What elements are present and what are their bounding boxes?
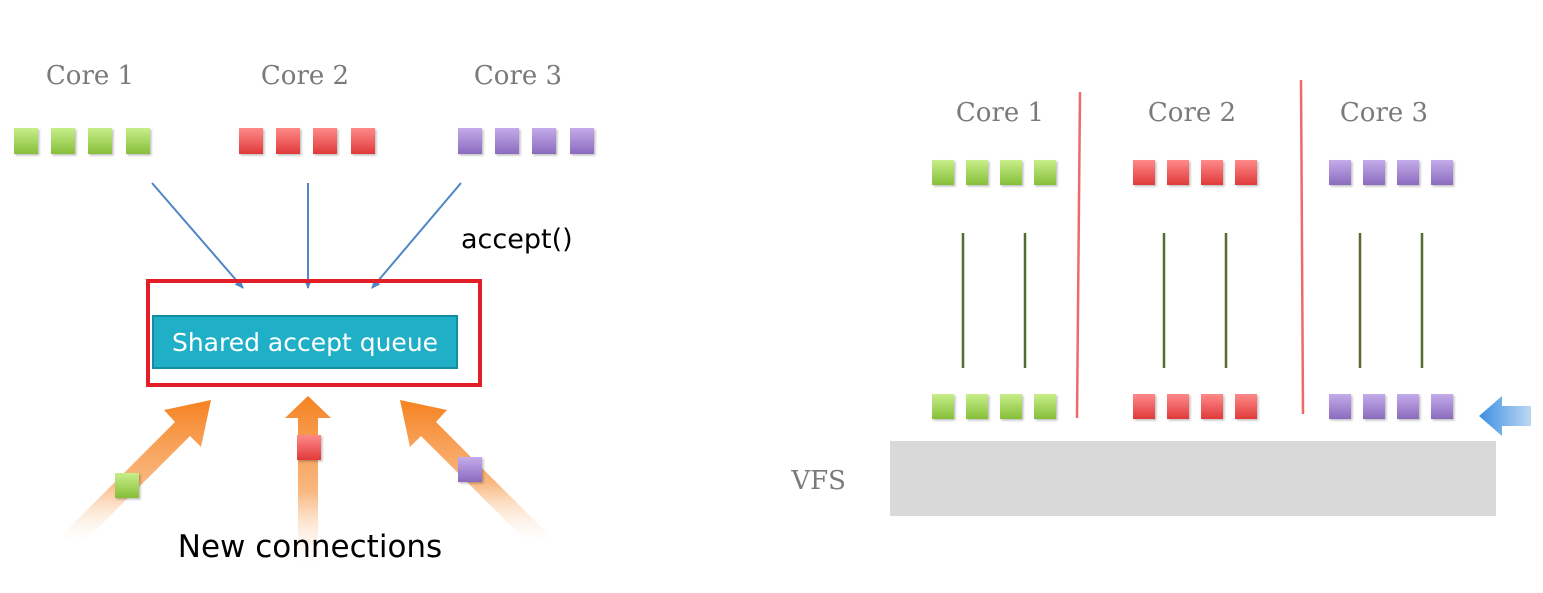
right-core-2-queue (1133, 394, 1257, 419)
thread-square (351, 128, 375, 154)
thread-square (126, 128, 150, 154)
queue-square (932, 394, 954, 419)
incoming-connection-arrow-icon (1479, 396, 1531, 436)
thread-square (1397, 160, 1419, 185)
new-connections-label: New connections (178, 529, 442, 565)
thread-square (1235, 160, 1257, 185)
queue-square (1235, 394, 1257, 419)
right-core-3-threads (1329, 160, 1453, 185)
thread-square (495, 128, 519, 154)
left-core-1-label: Core 1 (46, 61, 134, 91)
thread-square (239, 128, 263, 154)
queue-square (1363, 394, 1385, 419)
vfs-label: VFS (790, 466, 846, 496)
thread-square (532, 128, 556, 154)
thread-square (88, 128, 112, 154)
queue-square (1000, 394, 1022, 419)
accept-arrow-core-3 (371, 182, 462, 289)
left-core-2-threads (239, 128, 375, 154)
queue-highlight-box (146, 279, 482, 387)
right-core-2-label: Core 2 (1148, 98, 1236, 128)
thread-square (1133, 160, 1155, 185)
vfs-layer (890, 441, 1496, 516)
thread-square (313, 128, 337, 154)
queue-square (1201, 394, 1223, 419)
core-divider (1299, 79, 1305, 415)
thread-square (966, 160, 988, 185)
per-core-connectors (961, 233, 1424, 368)
core-divider (1075, 91, 1082, 419)
queue-square (1034, 394, 1056, 419)
queue-square (966, 394, 988, 419)
right-core-1-threads (932, 160, 1056, 185)
queue-square (1397, 394, 1419, 419)
thread-square (932, 160, 954, 185)
thread-square (14, 128, 38, 154)
connection-packet (115, 473, 139, 498)
thread-square (276, 128, 300, 154)
connection-packet (297, 435, 321, 460)
left-core-2-label: Core 2 (261, 61, 349, 91)
new-connection-arrow-center (285, 396, 331, 570)
thread-square (1201, 160, 1223, 185)
right-core-3-label: Core 3 (1340, 98, 1428, 128)
right-core-1-queue (932, 394, 1056, 419)
thread-square (1329, 160, 1351, 185)
queue-square (1167, 394, 1189, 419)
right-diagram: Core 1 Core 2 Core 3 (790, 79, 1531, 516)
left-core-3-label: Core 3 (474, 61, 562, 91)
shared-accept-queue-label: Shared accept queue (172, 328, 438, 357)
thread-square (570, 128, 594, 154)
thread-square (1363, 160, 1385, 185)
left-core-3-threads (458, 128, 594, 154)
thread-square (1034, 160, 1056, 185)
connection-packet (458, 457, 482, 482)
left-diagram: Core 1 Core 2 Core 3 accept() (14, 61, 594, 570)
right-core-1-label: Core 1 (956, 98, 1044, 128)
right-core-3-queue (1329, 394, 1453, 419)
queue-square (1431, 394, 1453, 419)
thread-square (1167, 160, 1189, 185)
thread-square (1000, 160, 1022, 185)
accept-arrow-core-1 (151, 182, 244, 289)
left-core-1-threads (14, 128, 150, 154)
shared-accept-queue (152, 315, 458, 369)
queue-square (1133, 394, 1155, 419)
accept-call-label: accept() (461, 224, 573, 255)
thread-square (1431, 160, 1453, 185)
thread-square (51, 128, 75, 154)
queue-square (1329, 394, 1351, 419)
right-core-2-threads (1133, 160, 1257, 185)
thread-square (458, 128, 482, 154)
